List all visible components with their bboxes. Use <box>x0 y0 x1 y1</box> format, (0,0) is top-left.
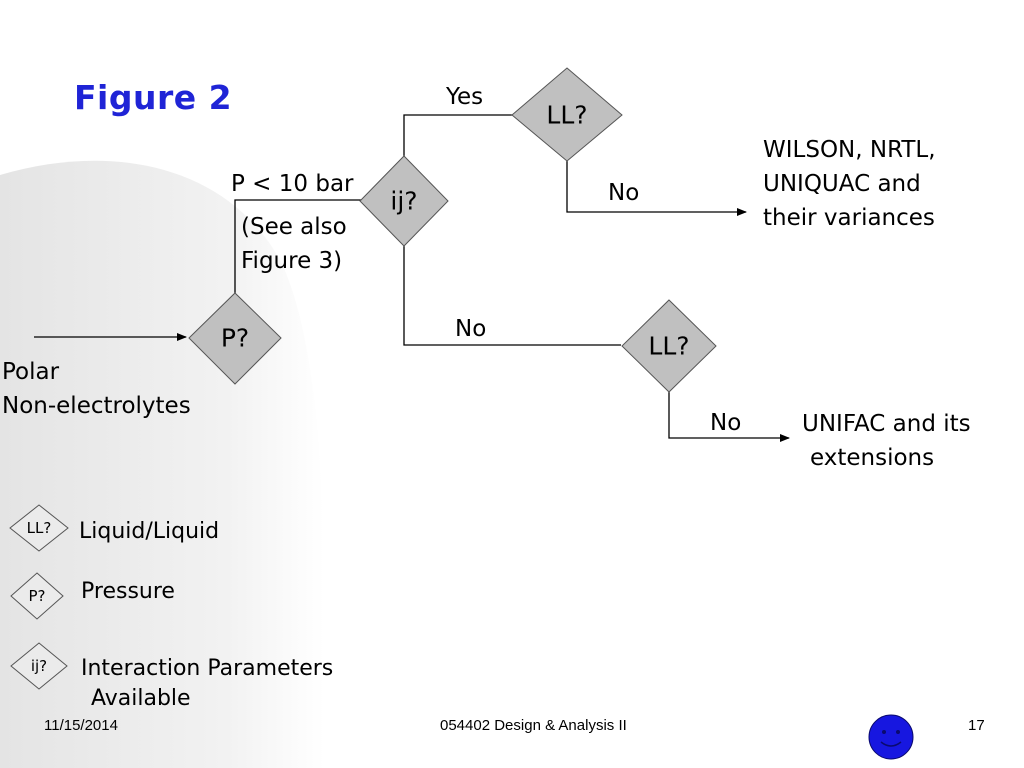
decision-ll-bottom-diamond <box>621 299 717 393</box>
legend-ij-diamond <box>10 642 68 690</box>
connector-p-to-ij <box>234 199 361 293</box>
decision-ll-bottom-label: LL? <box>648 331 690 361</box>
edge-label-pressure: P < 10 bar <box>231 171 354 197</box>
input-label-line1: Polar <box>2 359 60 385</box>
legend-ij-text-line2: Available <box>91 686 191 711</box>
legend-ll-text: Liquid/Liquid <box>79 519 220 544</box>
legend-ll-diamond <box>9 504 69 552</box>
connector-ij-no <box>403 246 621 346</box>
decision-p-label: P? <box>220 323 250 353</box>
edge-label-yes: Yes <box>446 84 484 110</box>
connector-ll-bottom-no <box>668 392 790 442</box>
output-unifac-line2: extensions <box>810 445 935 471</box>
input-label-line2: Non-electrolytes <box>2 393 191 419</box>
output-unifac-line1: UNIFAC and its <box>802 411 971 437</box>
logo-icon <box>868 714 914 760</box>
decision-ll-top-diamond <box>511 67 623 162</box>
decision-ij-diamond <box>359 155 449 247</box>
legend-ij-text-line1: Interaction Parameters <box>81 656 334 681</box>
output-wilson-line1: WILSON, NRTL, <box>763 137 936 163</box>
edge-label-see-also-2: Figure 3) <box>241 248 343 274</box>
connector-ll-top-no <box>566 161 747 216</box>
decision-ij-label: ij? <box>390 186 418 216</box>
connector-ij-yes <box>403 114 512 158</box>
slide-title: Figure 2 <box>74 78 233 117</box>
footer-course: 054402 Design & Analysis II <box>440 717 627 734</box>
output-wilson-line2: UNIQUAC and <box>763 171 921 197</box>
decision-ll-top-label: LL? <box>546 100 588 130</box>
legend-ij-symbol: ij? <box>30 657 48 675</box>
legend-p-symbol: P? <box>28 587 46 605</box>
legend-p-diamond <box>10 572 64 620</box>
legend-p-text: Pressure <box>81 579 175 604</box>
decision-p-diamond <box>188 292 282 385</box>
edge-label-see-also-1: (See also <box>241 214 347 240</box>
edge-label-no-ll-bottom: No <box>710 410 742 436</box>
edge-label-no-ll-top: No <box>608 180 640 206</box>
footer-page-number: 17 <box>968 717 985 734</box>
footer-date: 11/15/2014 <box>44 717 118 734</box>
edge-label-no-ij: No <box>455 316 487 342</box>
legend-ll-symbol: LL? <box>26 519 52 537</box>
output-wilson-line3: their variances <box>763 205 935 231</box>
